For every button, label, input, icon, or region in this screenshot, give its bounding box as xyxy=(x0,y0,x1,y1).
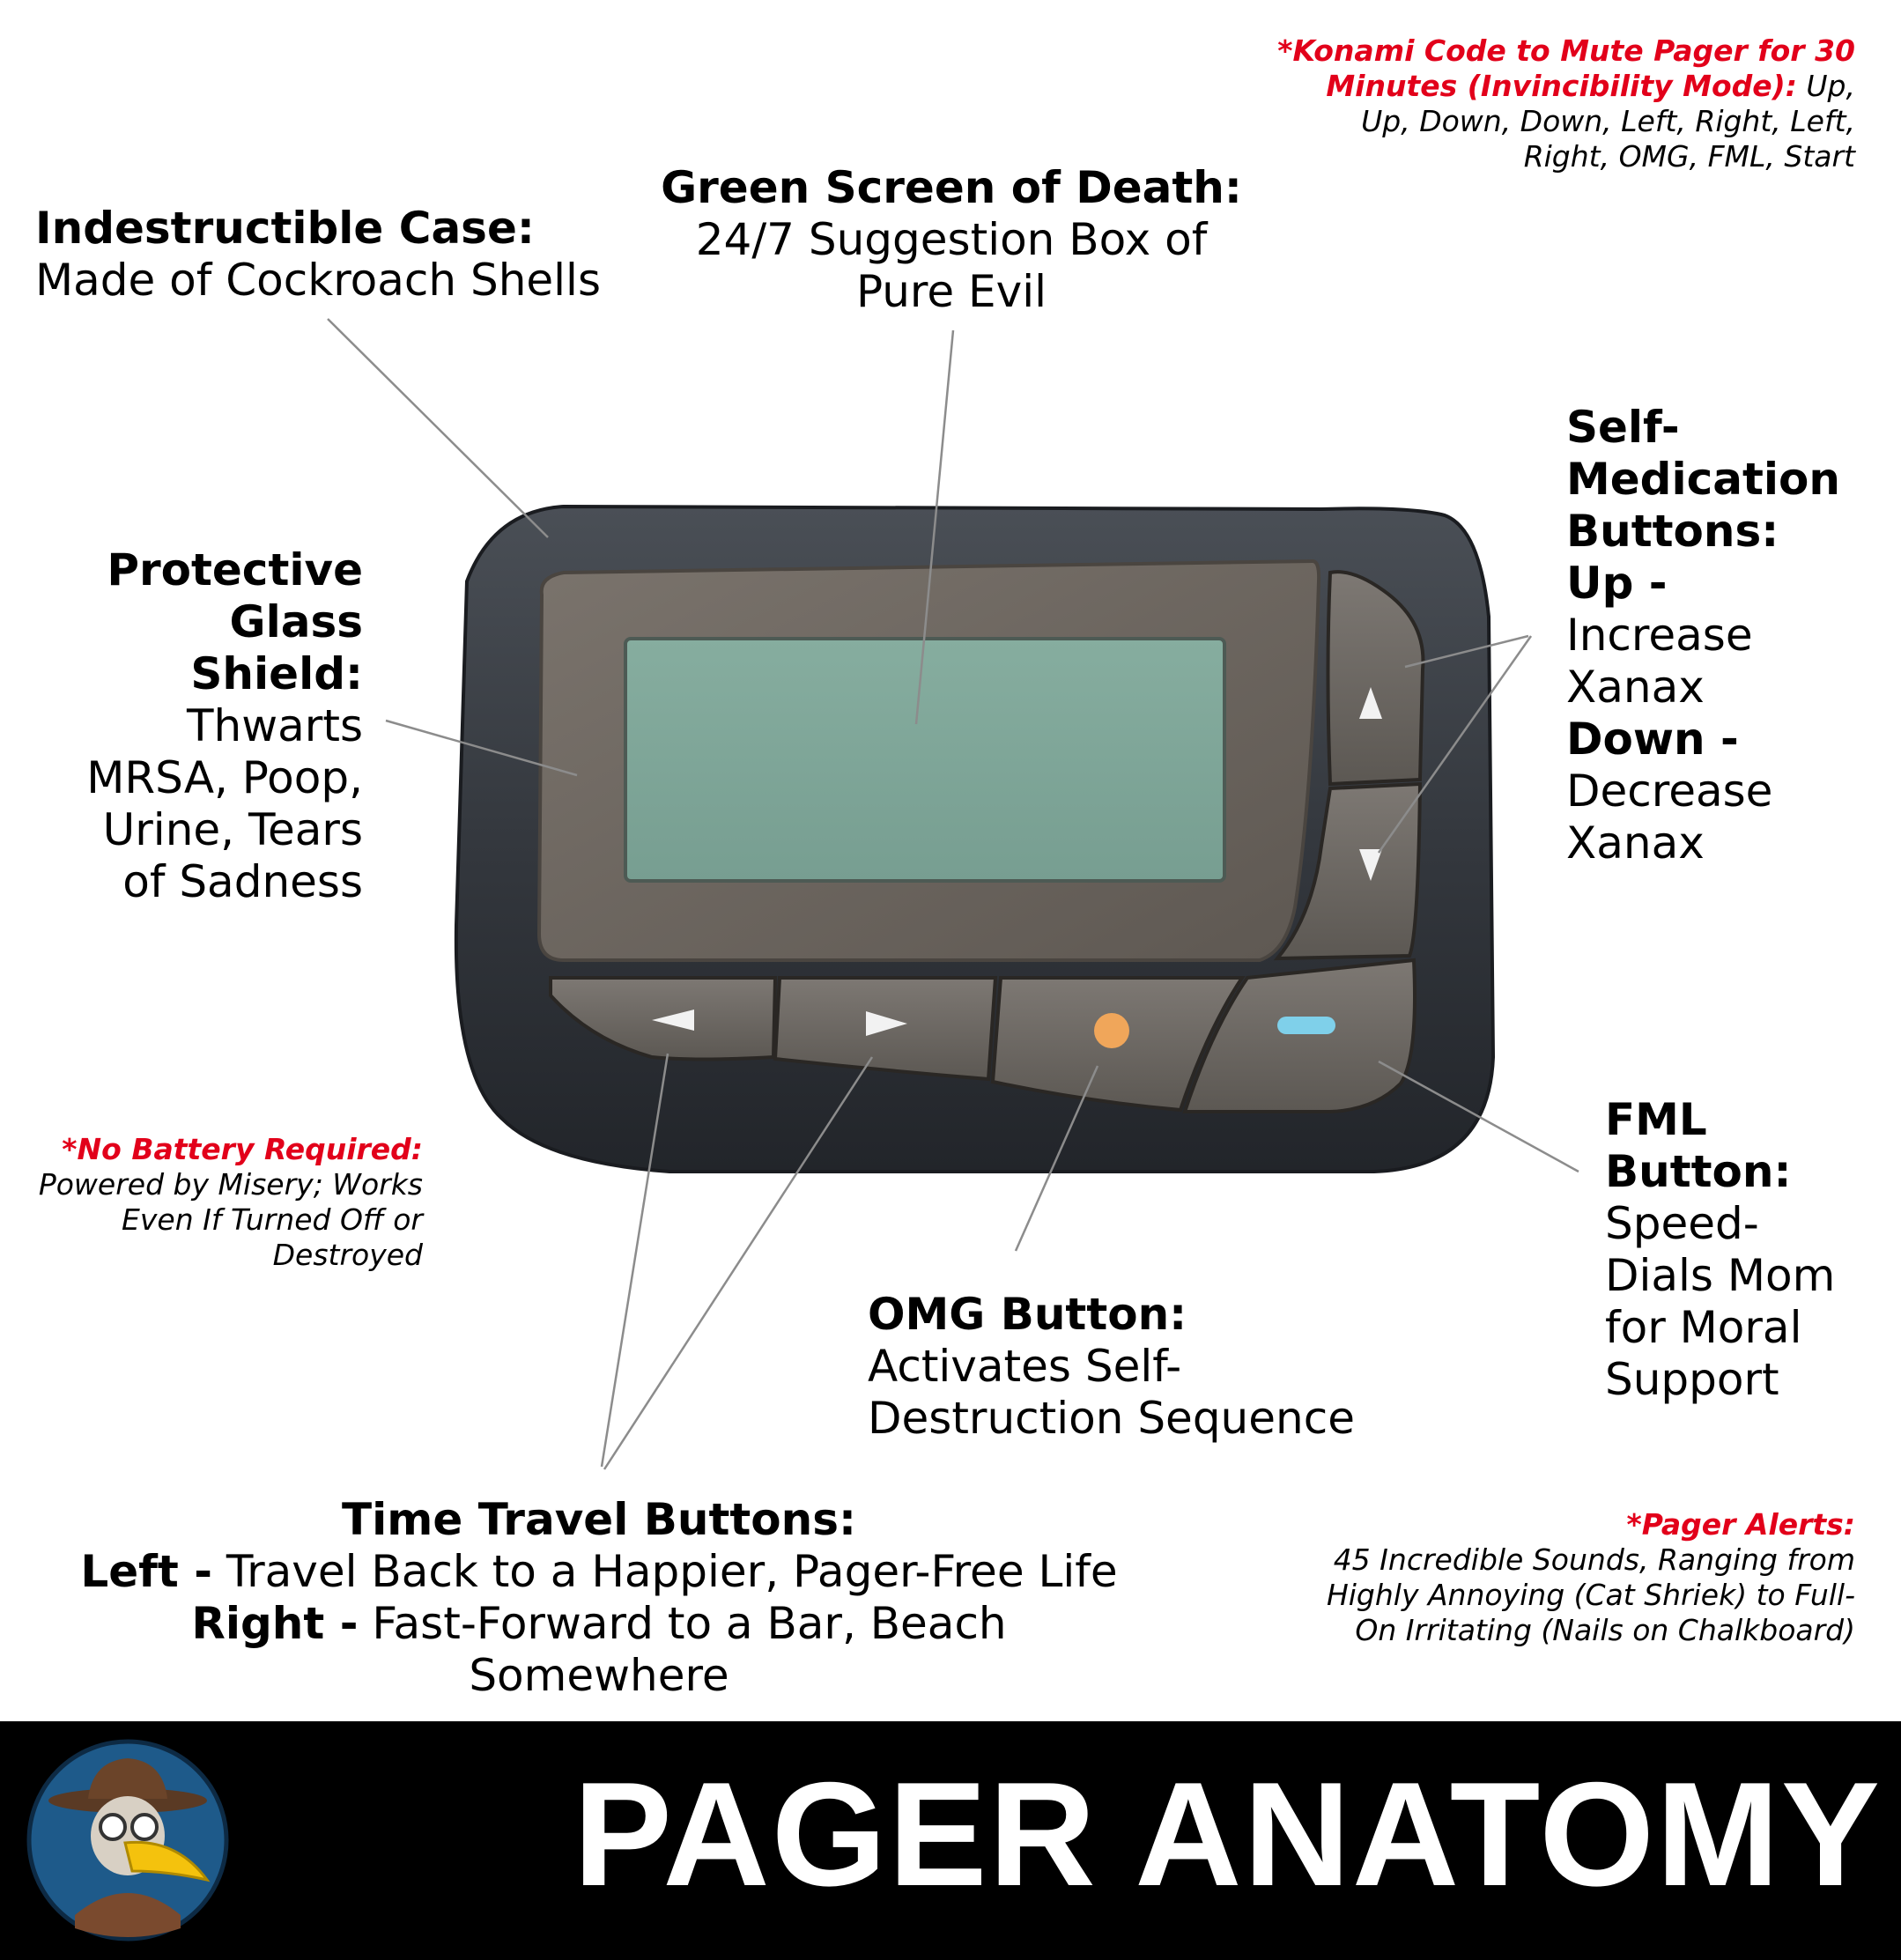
fml-dot-icon xyxy=(1277,1017,1335,1034)
up-arrow-icon xyxy=(1359,687,1382,719)
right-arrow-icon xyxy=(866,1011,907,1036)
omg-label: OMG Button:Activates Self-Destruction Se… xyxy=(868,1289,1355,1444)
green-screen xyxy=(624,637,1226,883)
page-title: PAGER ANATOMY xyxy=(573,1751,1882,1917)
screen-label: Green Screen of Death:24/7 Suggestion Bo… xyxy=(661,162,1242,317)
battery-note: *No Battery Required: Powered by Misery;… xyxy=(38,1132,423,1272)
time-travel-label: Time Travel Buttons: Left - Travel Back … xyxy=(80,1494,1118,1701)
omg-dot-icon xyxy=(1094,1013,1129,1048)
footer-banner: PAGER ANATOMY xyxy=(0,1721,1901,1960)
case-label: Indestructible Case:Made of Cockroach Sh… xyxy=(35,203,601,306)
konami-note: *Konami Code to Mute Pager for 30 Minute… xyxy=(1277,33,1855,174)
down-arrow-icon xyxy=(1359,849,1382,881)
plague-doctor-avatar xyxy=(26,1739,229,1942)
alerts-note: *Pager Alerts: 45 Incredible Sounds, Ran… xyxy=(1326,1507,1855,1647)
left-arrow-icon xyxy=(652,1010,694,1031)
fml-button[interactable] xyxy=(1182,958,1417,1113)
